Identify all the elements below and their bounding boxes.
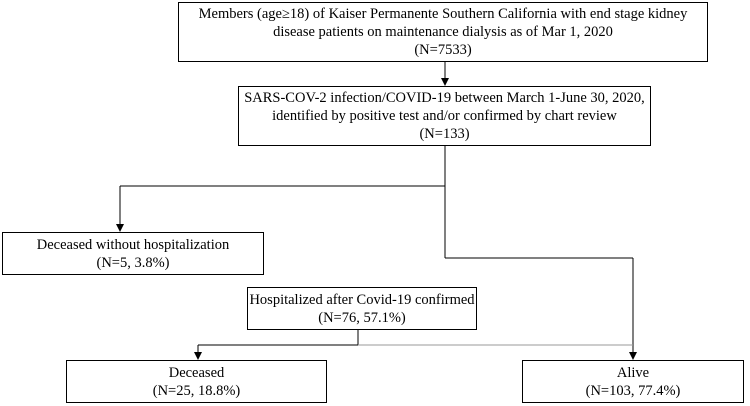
- members-box: Members (age≥18) of Kaiser Permanente So…: [178, 2, 708, 62]
- alive-count: (N=103, 77.4%): [585, 382, 681, 399]
- members-line1: Members (age≥18) of Kaiser Permanente So…: [198, 6, 688, 22]
- alive-box: Alive (N=103, 77.4%): [522, 360, 744, 403]
- deceased-label: Deceased: [168, 364, 225, 381]
- hospitalized-count: (N=76, 57.1%): [318, 309, 406, 326]
- covid-infection-box: SARS-COV-2 infection/COVID-19 between Ma…: [238, 86, 651, 146]
- covid-count: (N=133): [419, 126, 470, 142]
- hospitalized-label: Hospitalized after Covid-19 confirmed: [249, 291, 475, 308]
- covid-line1: SARS-COV-2 infection/COVID-19 between Ma…: [244, 90, 645, 106]
- deceased-without-hospitalization-box: Deceased without hospitalization (N=5, 3…: [2, 232, 264, 275]
- hospitalized-box: Hospitalized after Covid-19 confirmed (N…: [247, 287, 477, 330]
- members-count: (N=7533): [414, 42, 472, 58]
- covid-line2: identified by positive test and/or confi…: [272, 108, 617, 124]
- deceased-without-hospitalization-count: (N=5, 3.8%): [96, 254, 170, 271]
- deceased-box: Deceased (N=25, 18.8%): [66, 360, 327, 403]
- deceased-count: (N=25, 18.8%): [152, 382, 241, 399]
- alive-label: Alive: [616, 364, 650, 381]
- members-line2: disease patients on maintenance dialysis…: [273, 24, 613, 40]
- deceased-without-hospitalization-label: Deceased without hospitalization: [36, 236, 230, 253]
